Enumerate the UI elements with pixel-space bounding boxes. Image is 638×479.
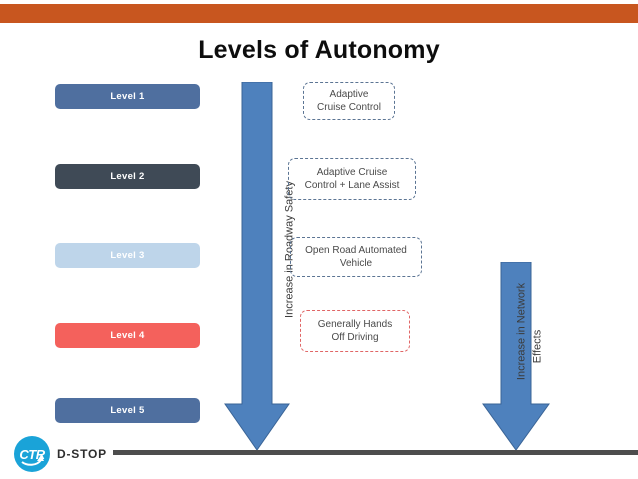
network-effects-arrow-label-line2: Effects bbox=[531, 329, 544, 364]
level-box-5-label: Level 5 bbox=[110, 405, 145, 416]
callout-adaptive-cruise-control-line1: Adaptive bbox=[329, 89, 369, 100]
level-box-2-label: Level 2 bbox=[110, 171, 145, 182]
page-title: Levels of Autonomy bbox=[198, 36, 440, 64]
ctr-circle-logo-icon: CTR bbox=[14, 436, 50, 472]
level-box-2[interactable]: Level 2 bbox=[55, 164, 200, 189]
callout-open-road-automated-vehicle-line2: Vehicle bbox=[339, 258, 373, 269]
top-orange-band bbox=[0, 4, 638, 23]
callout-adaptive-cruise-lane-assist-line1: Adaptive Cruise bbox=[316, 167, 388, 178]
level-box-5[interactable]: Level 5 bbox=[55, 398, 200, 423]
callout-adaptive-cruise-control[interactable]: Adaptive Cruise Control bbox=[303, 82, 395, 120]
callout-adaptive-cruise-lane-assist-line2: Control + Lane Assist bbox=[304, 180, 400, 191]
level-box-3-label: Level 3 bbox=[110, 250, 145, 261]
footer-logo[interactable]: CTR D-STOP bbox=[14, 436, 107, 472]
callout-adaptive-cruise-control-line2: Cruise Control bbox=[317, 102, 381, 113]
footer-rule bbox=[113, 450, 638, 455]
level-box-3[interactable]: Level 3 bbox=[55, 243, 200, 268]
callout-generally-hands-off-driving-line2: Off Driving bbox=[331, 332, 379, 343]
level-box-1[interactable]: Level 1 bbox=[55, 84, 200, 109]
network-effects-arrow bbox=[481, 262, 551, 452]
callout-adaptive-cruise-lane-assist[interactable]: Adaptive Cruise Control + Lane Assist bbox=[288, 158, 416, 200]
callout-open-road-automated-vehicle-line1: Open Road Automated bbox=[305, 245, 407, 256]
level-box-4[interactable]: Level 4 bbox=[55, 323, 200, 348]
network-effects-arrow-label-line1: Increase in Network bbox=[515, 282, 528, 381]
logo-arrow-icon bbox=[21, 455, 44, 466]
ctr-logo-text: CTR bbox=[19, 446, 45, 462]
dstop-wordmark: D-STOP bbox=[57, 447, 107, 461]
callout-open-road-automated-vehicle[interactable]: Open Road Automated Vehicle bbox=[290, 237, 422, 277]
callout-generally-hands-off-driving[interactable]: Generally Hands Off Driving bbox=[300, 310, 410, 352]
roadway-safety-arrow bbox=[223, 82, 291, 452]
level-box-1-label: Level 1 bbox=[110, 91, 145, 102]
level-box-4-label: Level 4 bbox=[110, 330, 145, 341]
callout-generally-hands-off-driving-line1: Generally Hands bbox=[317, 319, 393, 330]
